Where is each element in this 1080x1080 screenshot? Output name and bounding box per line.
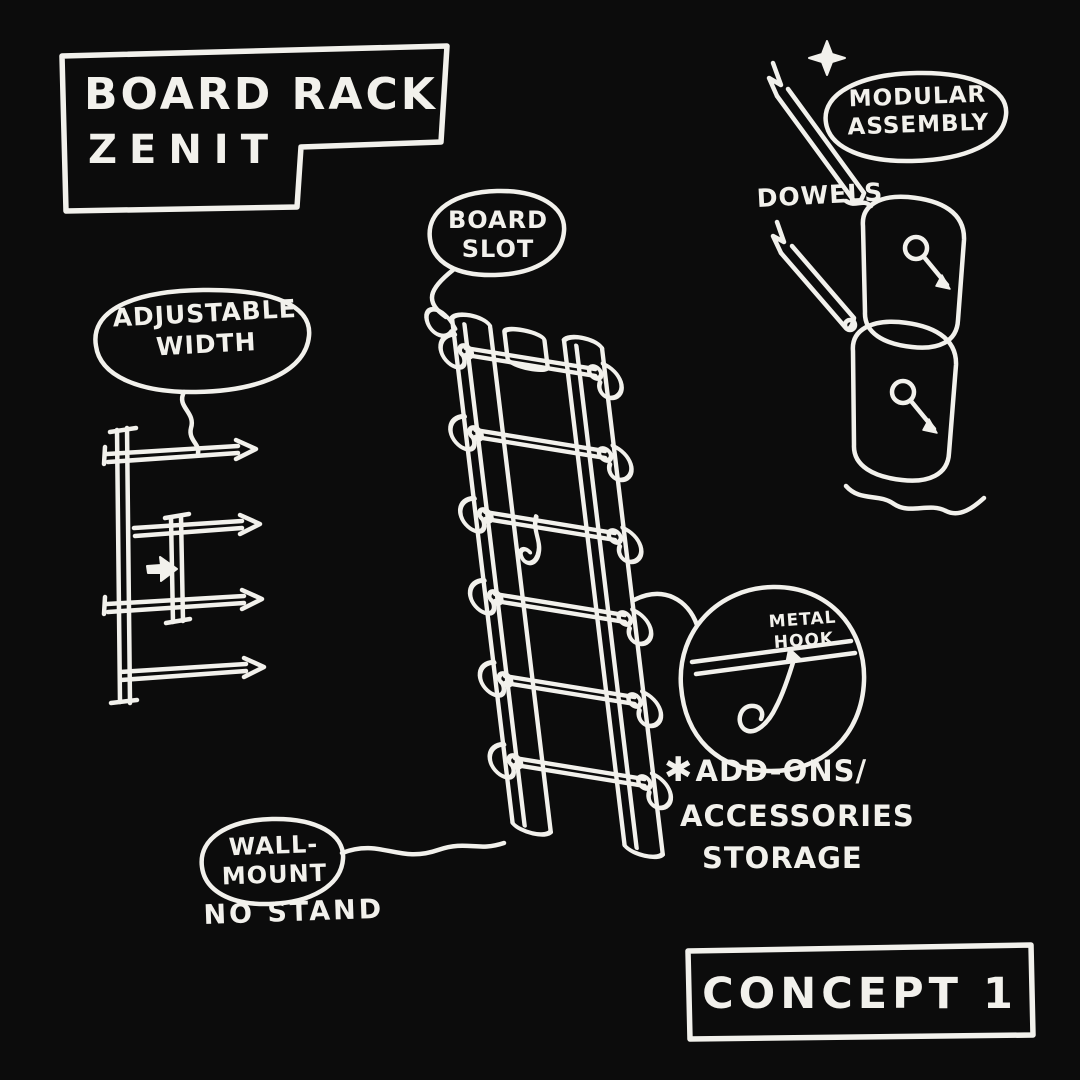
- modular-assembly-sketch: [766, 40, 1009, 516]
- modular-assembly-label: MODULAR ASSEMBLY: [832, 80, 1004, 142]
- wall-mount-line1: WALL-: [228, 830, 319, 862]
- board-rack-sketch: [424, 307, 679, 860]
- hanging-hook: [518, 514, 542, 566]
- dowel-tip: [842, 317, 858, 333]
- title-box-outline: [59, 43, 450, 214]
- module-2-body: [850, 319, 959, 483]
- metal-hook-detail: [631, 584, 867, 774]
- dowel-stick-1: [774, 86, 867, 206]
- hook-arrowhead-icon: [785, 647, 802, 664]
- bubble-outline: [823, 70, 1009, 164]
- width-rod-3: [101, 587, 265, 617]
- dowel-stick-2-zigzag: [770, 219, 787, 256]
- rack-left-rail: [449, 315, 553, 834]
- board-slot-label: BOARD SLOT: [436, 206, 560, 265]
- title-line2: ZENIT: [88, 127, 280, 173]
- metal-hook-label: METAL HOOK: [744, 606, 863, 655]
- detail-circle: [678, 584, 867, 774]
- wall-mount-label: WALL- MOUNT: [206, 829, 342, 892]
- modular-assembly-line2: ASSEMBLY: [847, 109, 990, 141]
- module-1-arrowhead-icon: [935, 274, 951, 290]
- sparkle-icon: [808, 40, 846, 76]
- addons-line1: ✱ADD-ONS/: [664, 746, 915, 795]
- width-rod-2: [131, 512, 263, 539]
- module-2-arrowhead-icon: [922, 418, 938, 434]
- slide-arrow-icon: [146, 556, 178, 582]
- rail-lines: [114, 425, 133, 706]
- rack-top-caps: [449, 312, 605, 351]
- title-line1: BOARD RACK: [84, 69, 438, 120]
- addons-line1-text: ADD-ONS/: [695, 754, 868, 788]
- board-slot-line1: BOARD: [447, 206, 549, 234]
- board-slot-line2: SLOT: [461, 235, 535, 264]
- adjustable-width-label: ADJUSTABLE WIDTH: [104, 294, 307, 365]
- module-1-body: [860, 194, 967, 350]
- module-2-socket: [889, 378, 917, 406]
- bubble-outline: [427, 188, 567, 278]
- detail-leader-line: [631, 591, 700, 628]
- title-box-border: [59, 43, 450, 214]
- bubble-tail: [179, 389, 201, 456]
- width-rod-1: [101, 437, 259, 467]
- hook-icon: [737, 653, 798, 734]
- no-stand-label: NO STAND: [203, 893, 385, 931]
- bubble-tail: [339, 840, 507, 857]
- addons-line2: ACCESSORIES: [680, 799, 915, 834]
- detail-bar: [689, 638, 858, 677]
- bubble-outline: [93, 287, 312, 395]
- rail-caps: [107, 425, 140, 706]
- rack-bottom-caps: [510, 820, 665, 860]
- wall-mount-bubble: [199, 816, 507, 907]
- asterisk-icon: ✱: [664, 750, 694, 790]
- concept-box-border: [685, 942, 1036, 1042]
- addons-line3: STORAGE: [702, 841, 863, 876]
- concept-box-outline: [685, 942, 1036, 1042]
- dowel-stick-2: [778, 243, 857, 332]
- addons-note: ✱ADD-ONS/ ACCESSORIES STORAGE: [664, 746, 915, 879]
- bubble-outline: [199, 816, 346, 907]
- module-1-socket: [902, 234, 930, 262]
- width-rod-4: [117, 655, 267, 683]
- ground-squiggle: [843, 483, 987, 516]
- wall-mount-line2: MOUNT: [221, 859, 328, 891]
- dowel-stick-1-zigzag: [766, 60, 784, 99]
- adjustable-width-sketch: [101, 425, 267, 706]
- concept-label: CONCEPT 1: [702, 969, 1018, 1019]
- adjustable-width-bubble: [93, 287, 312, 456]
- mid-rail-caps: [162, 511, 193, 626]
